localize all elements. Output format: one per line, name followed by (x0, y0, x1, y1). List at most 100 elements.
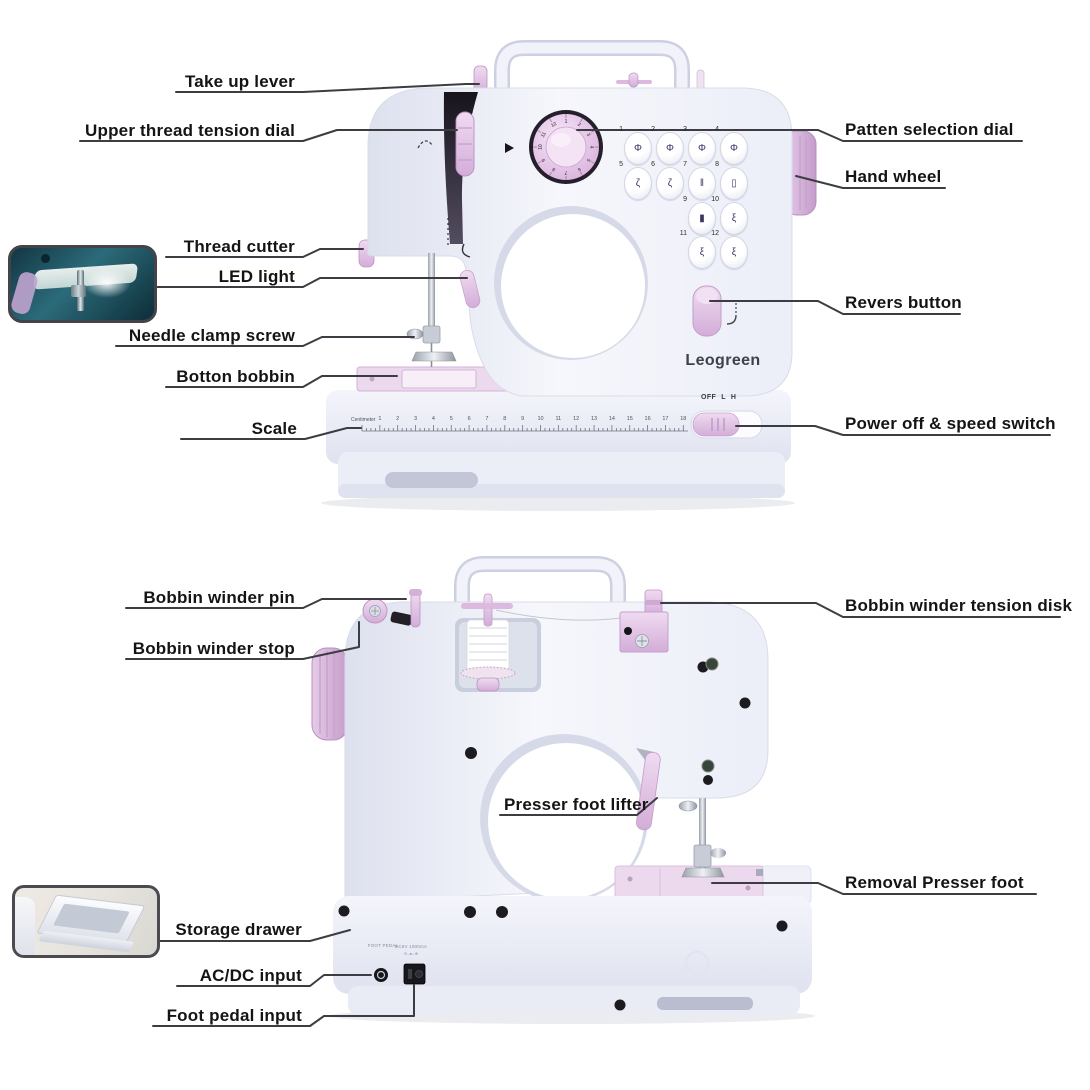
ruler-number: 16 (644, 416, 651, 422)
led-light-inset-photo (8, 245, 157, 323)
stitch-glyph-icon: Φ (666, 143, 674, 154)
carry-handle-front (494, 40, 690, 95)
stitch-button-4: Φ (720, 132, 748, 165)
ruler-number: 13 (590, 416, 598, 422)
thread-spool-area (455, 593, 651, 692)
spool-spindle-wings (461, 603, 513, 609)
ruler-number: 4 (431, 416, 435, 422)
stitch-glyph-icon: ξ (731, 247, 737, 258)
stitch-button-3: Φ (688, 132, 716, 165)
ruler-number: 15 (626, 416, 633, 422)
back-slot (390, 611, 413, 626)
stitch-number: 10 (711, 196, 719, 203)
stitch-number: 11 (679, 230, 687, 237)
brand-logo: Leogreen (685, 352, 761, 369)
front-needle-plate (356, 366, 511, 392)
stitch-glyph-icon: ζ (635, 178, 641, 189)
stitch-glyph-icon: Φ (730, 143, 738, 154)
screw-hole-icon (41, 253, 51, 263)
ruler-number: 2 (396, 416, 400, 422)
stitch-button-10: ξ (720, 202, 748, 235)
label-thread-cutter: Thread cutter (183, 237, 295, 256)
stitch-number: 12 (711, 230, 719, 237)
arrow-marker-icon (505, 143, 514, 153)
stitch-button-9: ▮ (688, 202, 716, 235)
switch-label-high: H (730, 394, 737, 401)
ruler-number: 12 (573, 416, 580, 422)
stitch-number: 3 (683, 126, 687, 133)
label-ac-dc-input: AC/DC input (199, 966, 302, 985)
stitch-glyph-icon: Φ (634, 143, 642, 154)
ruler-number: 6 (467, 416, 471, 422)
stitch-number: 6 (651, 161, 655, 168)
label-scale: Scale (251, 419, 297, 438)
dial-number: 4 (588, 145, 594, 149)
foot-pedal-jack (374, 968, 388, 982)
hand-wheel-back (311, 647, 349, 741)
label-removal-presser-foot: Removal Presser foot (845, 873, 1024, 892)
ruler-number: 1 (378, 416, 382, 422)
label-take-up-lever: Take up lever (184, 72, 295, 91)
stitch-glyph-icon: Φ (698, 143, 706, 154)
stitch-glyph-icon: ζ (667, 178, 673, 189)
label-botton-bobbin: Botton bobbin (176, 367, 295, 386)
bobbin-winder-tension-disk-part (619, 589, 669, 653)
carry-handle-back (454, 556, 626, 606)
ruler-number: 9 (521, 416, 525, 422)
stitch-button-6: ζ (656, 167, 684, 200)
bobbin-winder-stop-part (362, 598, 388, 624)
lifter-lever-icon (11, 270, 40, 316)
ruler-number: 10 (537, 416, 544, 422)
stitch-button-8: ▯ (720, 167, 748, 200)
stitch-glyph-icon: ξ (699, 247, 705, 258)
dial-number: 7 (564, 169, 568, 175)
leader-lines (79, 83, 1061, 1027)
stitch-button-1: Φ (624, 132, 652, 165)
ruler-number: 8 (503, 416, 507, 422)
led-glow (82, 268, 131, 299)
stitch-glyph-icon: ‖ (699, 178, 705, 189)
stitch-number: 1 (619, 126, 623, 133)
screw-dots (338, 661, 788, 1011)
label-power-off-speed-switch: Power off & speed switch (845, 414, 1056, 433)
stitch-number: 4 (715, 126, 719, 133)
front-machine (321, 40, 817, 511)
switch-label-low: L (721, 394, 726, 401)
ruler-number: 5 (449, 416, 453, 422)
ruler-number: 18 (680, 416, 687, 422)
label-bobbin-winder-tension-disk: Bobbin winder tension disk (845, 596, 1073, 615)
label-foot-pedal-input: Foot pedal input (166, 1006, 302, 1025)
ruler-number: 14 (608, 416, 615, 422)
stitch-number: 2 (651, 126, 655, 133)
label-patten-selection-dial: Patten selection dial (845, 120, 1014, 139)
ruler-number: 3 (414, 416, 418, 422)
ruler-number: 7 (485, 416, 489, 422)
front-needle-assembly (406, 253, 457, 367)
label-upper-thread-tension-dial: Upper thread tension dial (85, 121, 295, 140)
label-needle-clamp-screw: Needle clamp screw (128, 326, 295, 345)
back-machine (311, 556, 815, 1024)
stitch-button-11: ξ (688, 236, 716, 269)
label-storage-drawer: Storage drawer (175, 920, 302, 939)
upper-thread-tension-dial-part (455, 111, 475, 177)
storage-drawer-inset-photo (12, 885, 160, 958)
stitch-number: 7 (683, 161, 687, 168)
label-revers-button: Revers button (845, 293, 962, 312)
stitch-button-7: ‖ (688, 167, 716, 200)
front-base (326, 390, 791, 498)
label-bobbin-winder-stop: Bobbin winder stop (132, 639, 295, 658)
stitch-number: 5 (619, 161, 623, 168)
dc-port-label: DC6V 1000mA (394, 944, 428, 949)
back-needle-assembly (678, 798, 726, 878)
front-lifter-lever (459, 270, 481, 308)
ruler-unit-label: Centimeter (351, 417, 376, 423)
stitch-button-2: Φ (656, 132, 684, 165)
ports (374, 963, 426, 985)
back-base (333, 865, 812, 1015)
ruler-number: 11 (555, 416, 562, 422)
dial-number: 1 (564, 119, 568, 125)
stitch-glyph-icon: ▯ (731, 178, 737, 189)
ruler-scale (361, 425, 688, 432)
